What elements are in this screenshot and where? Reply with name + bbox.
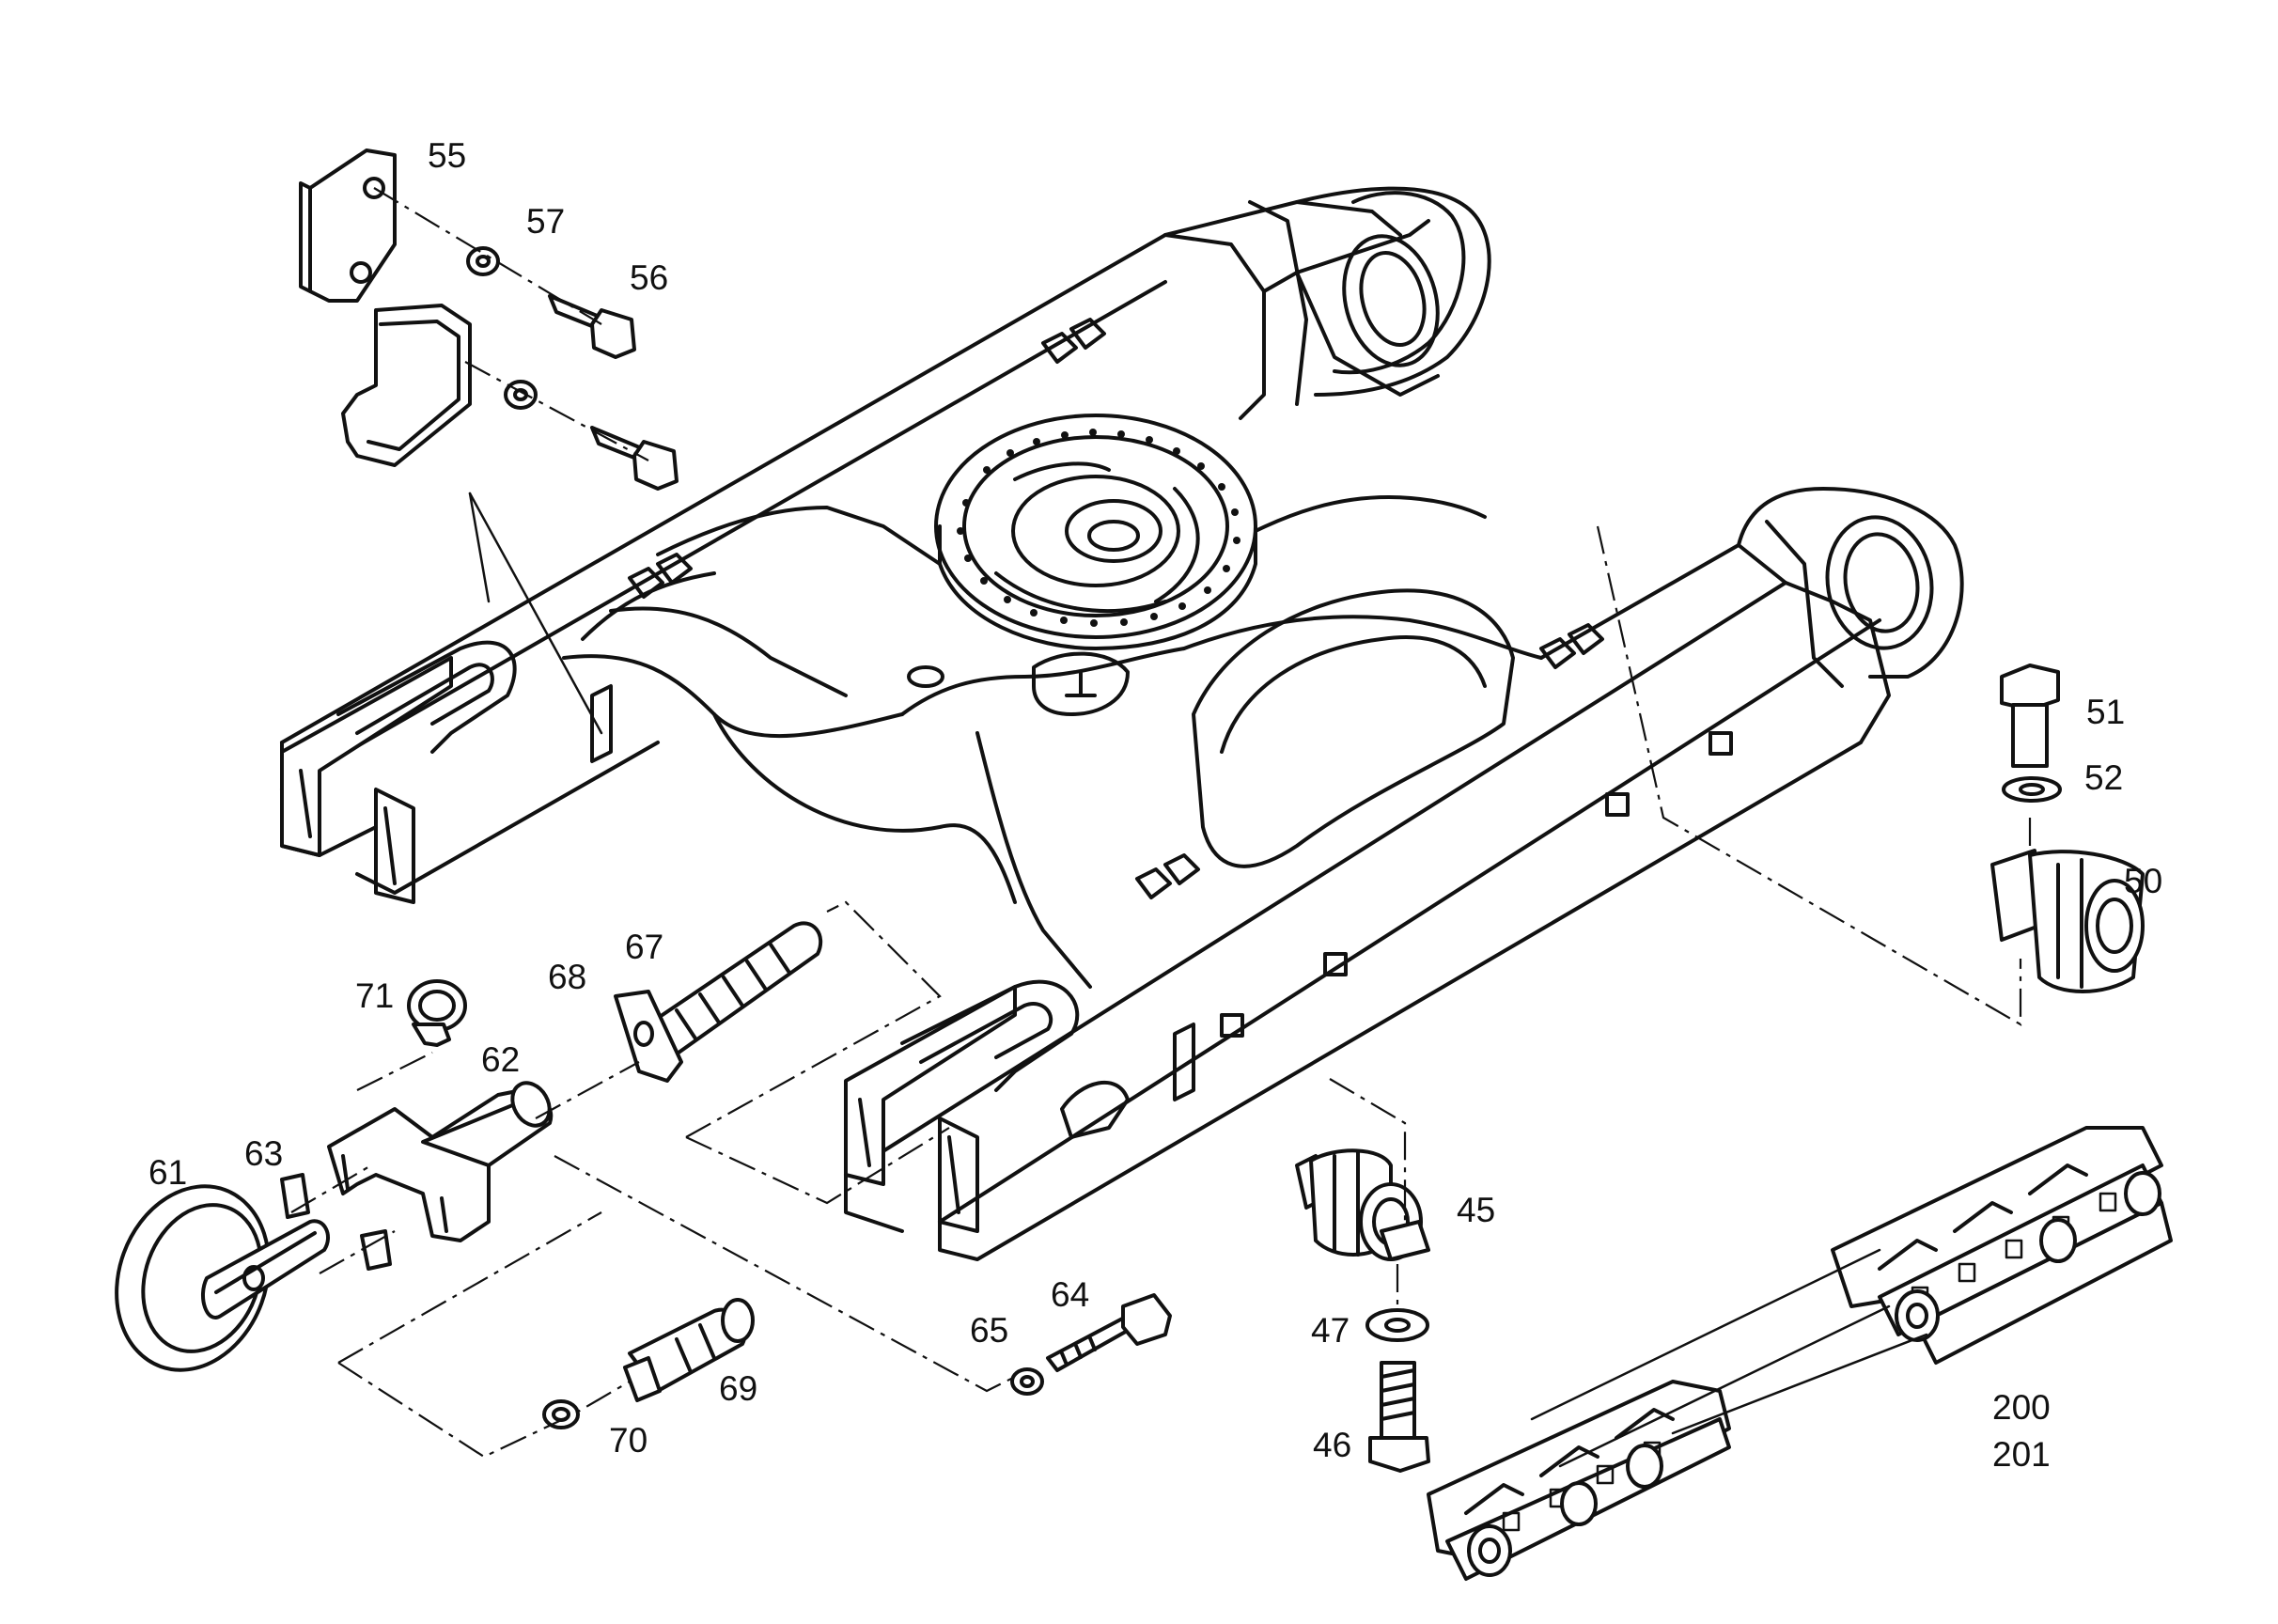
leader-200a — [1530, 1248, 1881, 1421]
label-201: 201 — [1992, 1435, 2051, 1474]
part-55-plate — [299, 148, 397, 303]
leader-69b — [337, 1211, 602, 1364]
leader-45 — [1329, 1078, 1407, 1222]
leader-61 — [319, 1230, 396, 1274]
label-200: 200 — [1992, 1388, 2051, 1427]
leader-62 — [535, 1061, 640, 1119]
leader-67 — [685, 900, 942, 1138]
label-45: 45 — [1457, 1191, 1495, 1229]
part-200-track-chain — [1427, 1126, 2173, 1581]
part-46-bolt — [1368, 1361, 1430, 1473]
part-61-idler-wheel — [115, 1184, 330, 1372]
label-61: 61 — [148, 1153, 187, 1192]
label-71: 71 — [355, 976, 394, 1015]
label-67: 67 — [625, 928, 663, 966]
leader-67b — [685, 1127, 950, 1205]
part-71-cap — [407, 979, 467, 1047]
part-55-gasket — [341, 304, 472, 467]
leader-61b — [290, 1164, 372, 1213]
part-70-washer — [542, 1399, 580, 1429]
leader-200c — [1671, 1333, 1928, 1435]
label-64: 64 — [1051, 1275, 1089, 1314]
part-47-washer — [1365, 1308, 1429, 1342]
label-63: 63 — [244, 1134, 283, 1173]
part-50-roller — [1990, 849, 2145, 993]
part-51-bolt — [2000, 664, 2060, 768]
callout-line-55b — [468, 492, 491, 603]
part-64-bolt — [1046, 1293, 1172, 1372]
undercarriage-frame — [280, 186, 1964, 1261]
label-52: 52 — [2084, 758, 2123, 797]
part-52-washer — [2002, 776, 2062, 803]
leader-69 — [337, 1362, 631, 1459]
leader-55 — [373, 187, 602, 325]
part-65-washer — [1010, 1367, 1044, 1396]
label-57: 57 — [526, 202, 565, 241]
label-68: 68 — [548, 958, 586, 996]
callout-line-55 — [468, 492, 603, 735]
part-69-pin — [623, 1298, 755, 1402]
part-57-washer — [466, 246, 538, 410]
bearing-bolt-holes — [957, 429, 1240, 627]
label-62: 62 — [481, 1040, 520, 1079]
leader-200b — [1558, 1304, 1891, 1468]
part-number-labels: 55 57 56 51 52 50 67 68 71 62 61 63 45 4… — [148, 136, 2162, 1474]
part-67-spring — [647, 921, 823, 1059]
leader-50b — [1596, 525, 2022, 1026]
part-68-flange — [614, 990, 683, 1083]
leader-56 — [464, 361, 649, 461]
label-51: 51 — [2086, 693, 2125, 731]
frame-brackets — [590, 318, 1733, 1139]
label-70: 70 — [609, 1421, 648, 1460]
part-62-yoke — [327, 1081, 554, 1242]
label-55: 55 — [428, 136, 466, 175]
label-50: 50 — [2124, 862, 2162, 900]
part-56-bolt — [548, 294, 679, 491]
label-65: 65 — [970, 1311, 1008, 1350]
part-45-roller — [1295, 1148, 1430, 1261]
label-56: 56 — [630, 258, 668, 297]
label-47: 47 — [1311, 1311, 1350, 1350]
leader-71 — [356, 1052, 433, 1091]
leader-64 — [554, 1155, 1025, 1393]
label-46: 46 — [1313, 1426, 1351, 1464]
label-69: 69 — [719, 1369, 757, 1408]
